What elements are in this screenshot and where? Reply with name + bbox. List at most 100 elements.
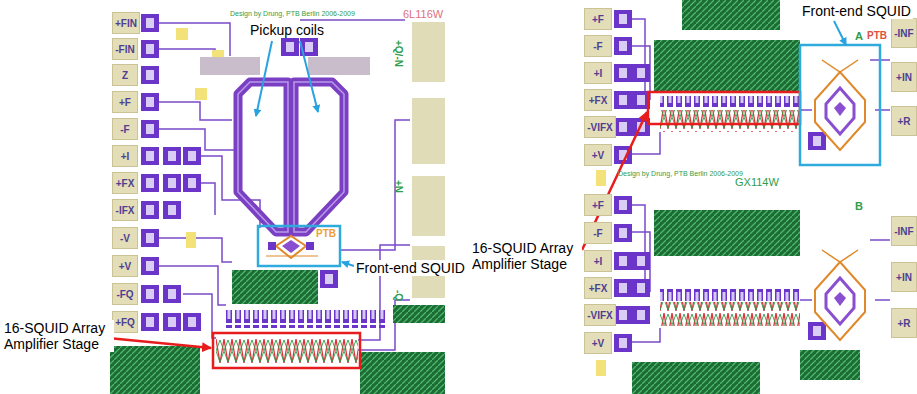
pad-label-box: +V — [112, 255, 138, 277]
front-end-squid — [815, 250, 865, 340]
pad-label-box: +F — [584, 194, 612, 216]
logo-text: PTB — [316, 228, 336, 240]
front-end-squid — [815, 60, 865, 150]
squid-array — [660, 288, 800, 301]
pad-name: +F — [119, 97, 131, 108]
squid-array — [660, 96, 800, 109]
pad-label-box: -F — [112, 118, 138, 140]
pad-label-box: -INF — [891, 18, 917, 48]
pad-name: +V — [119, 261, 132, 272]
pad-label-box: -F — [584, 222, 612, 244]
pad-label-box: +I — [584, 250, 612, 272]
wiring — [632, 19, 890, 342]
designer-note: Design by Drung, PTB Berlin 2006-2009 — [230, 10, 355, 18]
squid-array — [660, 302, 800, 326]
highlight-box — [213, 333, 360, 368]
channel-letter: A — [855, 30, 863, 43]
callout-text: Front-end SQUID — [800, 3, 913, 19]
pad-label-box: -VIFX — [584, 116, 616, 138]
pad-name: +I — [594, 256, 603, 267]
callout-text: Front-end SQUID — [354, 260, 467, 276]
highlight-box — [648, 92, 800, 124]
pad-label-box: +IN — [891, 262, 917, 292]
pad-name: -VIFX — [587, 310, 613, 321]
pad-name: -F — [120, 124, 129, 135]
pad-label-box: Z — [112, 64, 138, 86]
pad-name: +FIN — [115, 18, 137, 29]
pin-name: -Q — [393, 290, 405, 301]
squid-array — [216, 337, 358, 364]
pad-label-box: +R — [891, 106, 917, 136]
pad-name: +FX — [589, 283, 608, 294]
chip-id: GX114W — [735, 176, 779, 189]
pad-label-box: +I — [112, 145, 138, 167]
pad-name: +IN — [896, 272, 912, 283]
pickup-coils-inner — [238, 82, 344, 232]
contact-strip — [200, 57, 260, 75]
pad-name: +V — [592, 338, 605, 349]
pin-name: +Q/-N — [393, 40, 405, 67]
front-end-squid — [266, 236, 318, 258]
highlight-box — [258, 226, 340, 266]
squid-array — [660, 110, 800, 132]
pickup-coils — [238, 82, 344, 232]
pad-label-box: -V — [112, 227, 138, 249]
callout-text: Pickup coils — [248, 22, 326, 38]
pad-label-box: +FX — [112, 172, 138, 194]
channel-letter: B — [855, 200, 863, 213]
ground-plane — [632, 0, 860, 394]
callout-arrows — [108, 21, 846, 348]
ground-plane — [110, 270, 445, 394]
bond-pads — [614, 10, 826, 352]
left-chip — [110, 14, 445, 394]
pad-name: +FX — [589, 95, 608, 106]
pad-label-box: +FQ — [112, 311, 138, 333]
pad-name: Z — [122, 70, 128, 81]
wiring — [159, 20, 410, 350]
pad-label-box: +V — [584, 332, 612, 354]
pad-name: -INF — [894, 28, 913, 39]
pad-label-box: -FQ — [112, 283, 138, 305]
pad-label-box: +R — [891, 308, 917, 338]
pad-label-box: -VIFX — [584, 304, 616, 326]
pad-name: +R — [897, 116, 910, 127]
pad-name: -INF — [894, 226, 913, 237]
contact-strip — [308, 57, 370, 75]
pad-name: +F — [592, 200, 604, 211]
pad-label-box: +V — [584, 144, 612, 166]
pad-name: -VIFX — [587, 122, 613, 133]
pad-name: +I — [121, 151, 130, 162]
pad-name: +R — [897, 318, 910, 329]
pad-label-box: +FX — [584, 277, 612, 299]
large-pads — [412, 22, 445, 298]
pad-name: -F — [593, 228, 602, 239]
pad-label-box: +F — [584, 8, 612, 30]
pad-label-box: +FX — [584, 89, 612, 111]
pad-label-box: -FIN — [112, 38, 138, 60]
pin-name: +N — [393, 180, 405, 193]
pad-name: -FQ — [116, 289, 133, 300]
chip-id: 6L116W — [403, 8, 443, 21]
callout-text: 16-SQUID Array Amplifier Stage — [470, 240, 582, 272]
pad-label-box: +FIN — [112, 12, 140, 34]
callout-text: 16-SQUID Array Amplifier Stage — [2, 320, 114, 352]
pad-name: -V — [120, 233, 130, 244]
logo-text: PTB — [867, 30, 887, 42]
pad-name: +IN — [896, 72, 912, 83]
pad-name: -F — [593, 41, 602, 52]
pad-name: -FIN — [115, 44, 134, 55]
pad-label-box: -INF — [891, 216, 917, 246]
designer-note: Design by Drung, PTB Berlin 2006-2009 — [618, 170, 743, 178]
pad-name: +F — [592, 14, 604, 25]
pad-name: +I — [594, 68, 603, 79]
right-chip — [596, 0, 890, 394]
pad-name: +FX — [116, 178, 135, 189]
pad-label-box: +F — [112, 91, 138, 113]
pad-label-box: -IFX — [112, 199, 138, 221]
highlight-box — [800, 45, 880, 165]
pad-label-box: +IN — [891, 62, 917, 92]
pad-label-box: -F — [584, 35, 612, 57]
pad-name: +V — [592, 150, 605, 161]
squid-array — [224, 310, 386, 328]
